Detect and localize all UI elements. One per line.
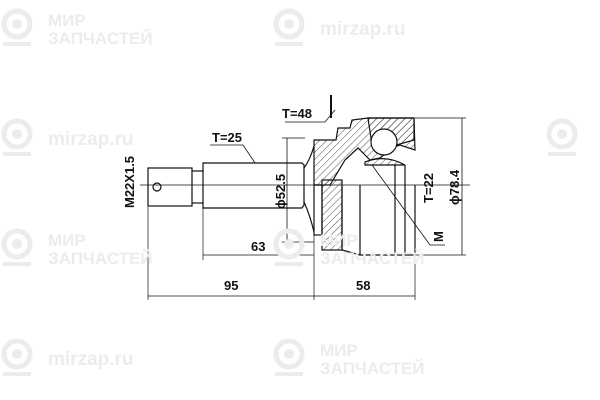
length-58-label: 58 (356, 278, 370, 293)
abs-ring (321, 179, 343, 251)
ball (370, 128, 398, 156)
length-63-label: 63 (251, 239, 265, 254)
outer-diameter-label: ϕ78.4 (447, 169, 462, 205)
spline-shaft (202, 162, 305, 209)
shaft-diameter-label: ϕ52.5 (273, 174, 288, 209)
shaft-teeth-label: T=25 (212, 130, 242, 145)
threaded-end (147, 167, 193, 207)
cotter-hole (152, 182, 162, 192)
length-95-label: 95 (224, 278, 238, 293)
inner-teeth-label: T=22 (421, 173, 436, 203)
abs-teeth-label: T=48 (282, 106, 312, 121)
thread-label: M22X1.5 (122, 156, 137, 208)
mark-label: M (431, 231, 446, 242)
